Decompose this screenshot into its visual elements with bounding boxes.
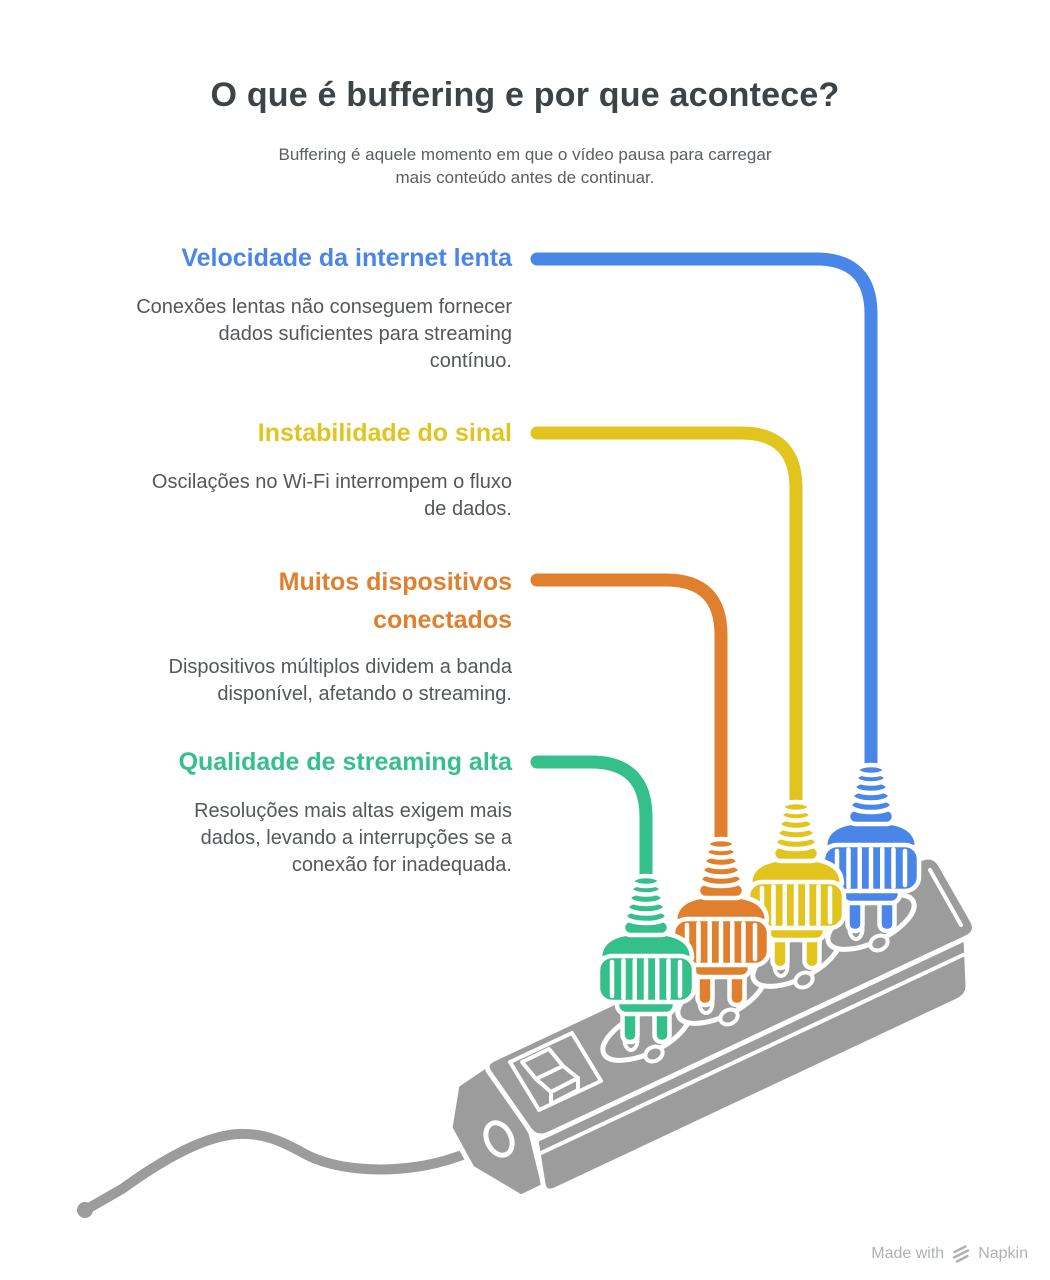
made-with-label: Made with <box>871 1245 945 1262</box>
cord-end-dot <box>77 1202 93 1218</box>
strip-tip-bevel <box>928 868 963 927</box>
power-cord <box>82 1128 504 1214</box>
cable-green <box>530 755 653 887</box>
cable-blue <box>530 252 878 776</box>
napkin-logo-icon <box>952 1245 970 1263</box>
cable-orange <box>530 573 728 850</box>
power-switch <box>508 1031 603 1112</box>
cable-yellow <box>530 426 803 813</box>
napkin-badge: Made with Napkin <box>871 1244 1028 1264</box>
brand-label: Napkin <box>978 1245 1028 1262</box>
strip-front-bevel <box>539 953 965 1155</box>
cord-grommet <box>483 1120 515 1158</box>
